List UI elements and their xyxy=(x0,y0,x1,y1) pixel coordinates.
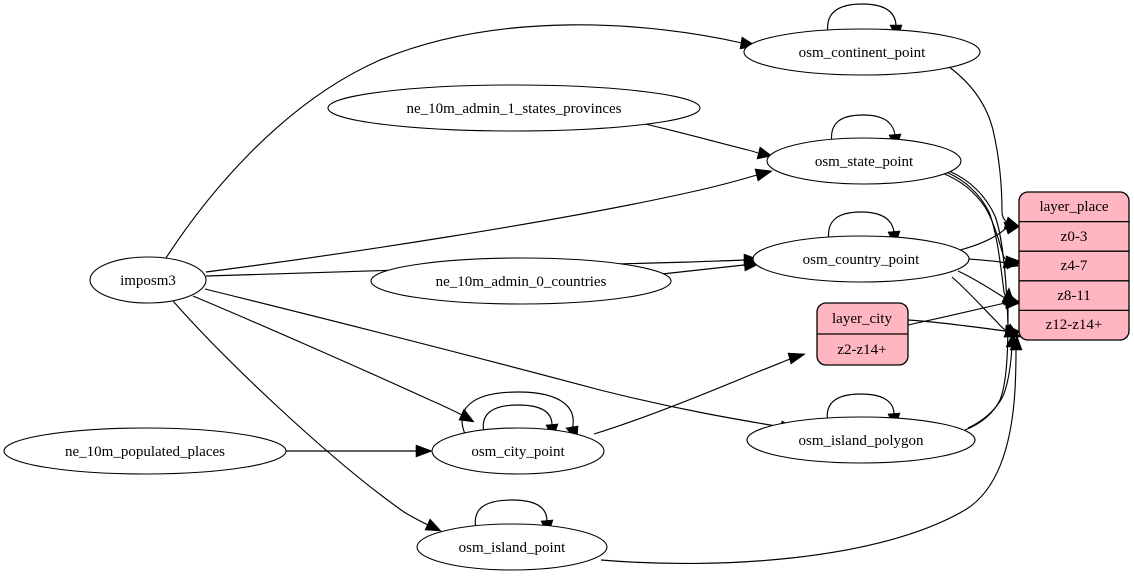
node-layer-place[interactable]: layer_place z0-3 z4-7 z8-11 z12-z14+ xyxy=(1018,191,1130,341)
arrowhead-osm-city-point-layer-city xyxy=(787,352,806,365)
edge-osm-island-point-to-layer-place-z12-z14 xyxy=(600,349,1017,565)
node-layer-city[interactable]: layer_city z2-z14+ xyxy=(816,302,909,366)
node-shape-osm-continent-point[interactable] xyxy=(743,28,981,76)
node-imposm3[interactable]: imposm3 xyxy=(89,256,207,304)
edge-layer-city-to-layer-place-z12-z14 xyxy=(907,319,1006,332)
node-shape-osm-state-point[interactable] xyxy=(766,137,962,185)
arrowhead-ne-places-osm-city-point xyxy=(415,444,433,458)
arrowhead-imposm3-osm-state-point xyxy=(754,168,773,182)
record-fill-layer-place xyxy=(1019,192,1129,340)
edge-osm-island-polygon-to-layer-place-z12-z14 xyxy=(967,346,1013,429)
edge-self-loop-osm-state-point xyxy=(830,114,896,145)
node-osm-island-polygon[interactable]: osm_island_polygon xyxy=(746,416,976,464)
arrowhead-osm-island-polygon-layer-place-z8-11 xyxy=(1001,287,1015,303)
edge-osm-country-point-to-layer-place-z12-z14 xyxy=(951,276,1009,333)
edge-self-loop-osm-city-point-outer xyxy=(461,391,574,435)
edge-osm-country-point-to-layer-place-z4-7 xyxy=(968,258,1008,264)
node-shape-ne-states[interactable] xyxy=(327,84,701,132)
arrowhead-ne-states-osm-state-point xyxy=(756,146,773,160)
edge-ne-countries-to-osm-country-point xyxy=(661,264,745,275)
edge-self-loop-osm-island-polygon xyxy=(826,393,895,424)
node-shape-osm-country-point[interactable] xyxy=(752,235,970,283)
node-shape-osm-island-polygon[interactable] xyxy=(746,416,976,464)
arrowhead-imposm3-osm-island-point xyxy=(424,518,442,532)
edge-self-loop-osm-continent-point xyxy=(827,3,897,34)
arrowhead-imposm3-osm-city-point xyxy=(458,408,475,423)
arrowhead-osm-island-point-layer-place-z12-z14 xyxy=(1009,335,1023,351)
edge-imposm3-to-osm-continent-point xyxy=(165,24,743,259)
edge-imposm3-to-osm-island-point xyxy=(172,300,429,526)
edge-self-loop-osm-country-point xyxy=(827,211,895,242)
edge-imposm3-to-osm-island-polygon xyxy=(204,288,783,428)
node-osm-island-point[interactable]: osm_island_point xyxy=(416,523,608,571)
edge-osm-city-point-to-layer-city xyxy=(593,358,791,435)
edge-osm-country-point-to-layer-place-z8-11 xyxy=(957,270,1008,300)
node-ne-10m-admin-0-countries[interactable]: ne_10m_admin_0_countries xyxy=(370,257,672,305)
node-shape-osm-island-point[interactable] xyxy=(416,523,608,571)
edge-self-loop-osm-island-point xyxy=(474,499,548,530)
record-outline-layer-city xyxy=(816,302,909,366)
edge-imposm3-to-osm-state-point xyxy=(205,174,758,273)
edge-osm-state-point-to-layer-place-z4-7 xyxy=(941,172,1009,263)
node-layer: imposm3 ne_10m_admin_1_states_provinces … xyxy=(3,28,981,571)
edge-ne-states-to-osm-state-point xyxy=(644,123,759,154)
node-shape-ne-places[interactable] xyxy=(3,427,287,475)
edge-self-loop-osm-city-point-inner xyxy=(482,404,553,434)
edge-layer xyxy=(165,3,1023,565)
node-osm-country-point[interactable]: osm_country_point xyxy=(752,235,970,283)
arrowhead-osm-country-point-layer-place-z0-3 xyxy=(1003,221,1021,235)
edge-osm-continent-point-to-layer-place-z0-3 xyxy=(944,63,1009,224)
record-outline-layer-place xyxy=(1018,191,1130,341)
node-osm-state-point[interactable]: osm_state_point xyxy=(766,137,962,185)
node-osm-city-point[interactable]: osm_city_point xyxy=(431,427,605,475)
node-ne-10m-admin-1-states-provinces[interactable]: ne_10m_admin_1_states_provinces xyxy=(327,84,701,132)
node-shape-imposm3[interactable] xyxy=(89,256,207,304)
edge-imposm3-to-osm-city-point xyxy=(192,295,463,416)
edge-osm-island-polygon-to-layer-place-z8-11 xyxy=(964,301,1009,431)
edge-layer-city-to-layer-place-z8-11 xyxy=(907,302,1006,326)
node-osm-continent-point[interactable]: osm_continent_point xyxy=(743,28,981,76)
edge-osm-country-point-to-layer-place-z0-3 xyxy=(959,227,1008,251)
node-ne-10m-populated-places[interactable]: ne_10m_populated_places xyxy=(3,427,287,475)
node-shape-ne-countries[interactable] xyxy=(370,257,672,305)
arrowhead-osm-country-point-layer-place-z4-7 xyxy=(1005,255,1023,270)
node-shape-osm-city-point[interactable] xyxy=(431,427,605,475)
